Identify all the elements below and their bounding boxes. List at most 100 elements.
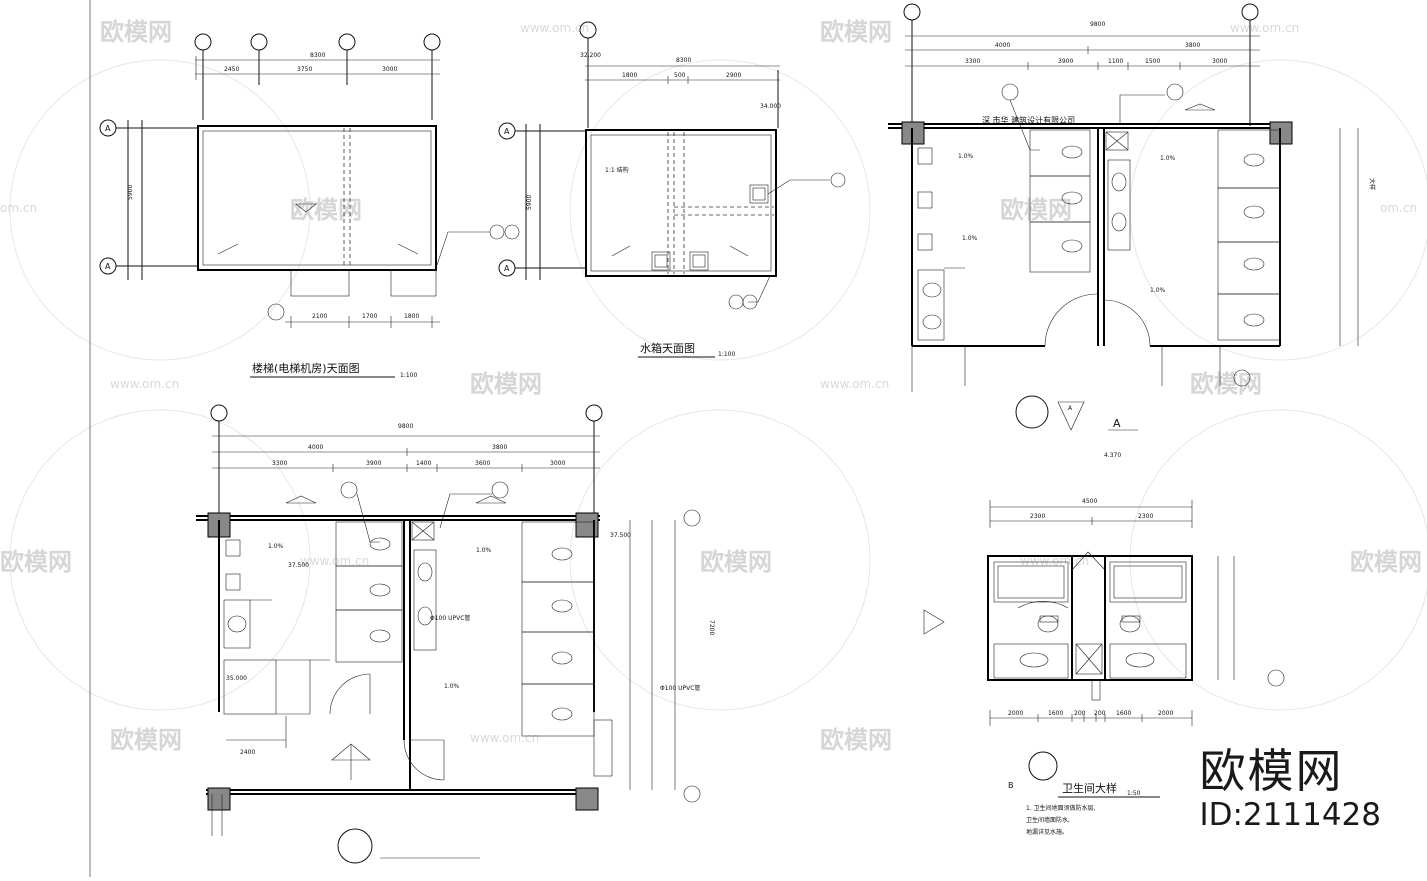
- watermark-brand: 欧模网: [1350, 548, 1422, 576]
- section-mark: A: [1068, 405, 1073, 412]
- elevation-label: 37.500: [288, 562, 309, 569]
- dim-segment: 1800: [622, 72, 637, 79]
- dim-bottom: 1800: [404, 313, 419, 320]
- dim-segment: 3800: [492, 444, 507, 451]
- dim-segment: 500: [674, 72, 686, 79]
- watermark-url: www.om.cn: [520, 21, 589, 35]
- watermark-url: www.om.cn: [470, 731, 539, 745]
- slope-label: 1.0%: [476, 547, 492, 554]
- dim-overall: 8300: [310, 52, 325, 59]
- dim-segment: 2300: [1030, 513, 1045, 520]
- watermark-url: www.om.cn: [820, 377, 889, 391]
- dim-sub: 3600: [475, 460, 490, 467]
- drawing-title: 卫生间大样: [1062, 781, 1117, 795]
- company-text: 深 市华 建筑设计有限公司: [982, 115, 1075, 125]
- dim-bottom: 2000: [1158, 710, 1173, 717]
- elevation-right: 34.000: [760, 103, 781, 110]
- dim-bottom: 1600: [1048, 710, 1063, 717]
- note-line: 地漏详见水施。: [1026, 828, 1068, 836]
- brand-id: ID:2111428: [1199, 797, 1381, 833]
- dim-overall: 9800: [398, 423, 413, 430]
- dim-sub: 3000: [1212, 58, 1227, 65]
- watermark-url: www.om.cn: [110, 377, 179, 391]
- brand-badge: 欧模网 ID:2111428: [1199, 745, 1381, 833]
- slope-label: 1.0%: [1160, 155, 1176, 162]
- axis-label-a: A: [504, 127, 510, 136]
- dim-bottom: 2100: [312, 313, 327, 320]
- slope-label: 1.0%: [958, 153, 974, 160]
- watermark-brand: 欧模网: [110, 726, 182, 754]
- toilet-plan-upper: 9800 4000 3800 3300 3900 1100 1500 3000 …: [888, 3, 1376, 431]
- dim-bottom: 2000: [1008, 710, 1023, 717]
- drawing-title: 水箱天面图: [640, 341, 695, 355]
- note-line: 卫生间墙面防水,: [1026, 816, 1070, 824]
- watermark-brand: 欧模网: [700, 548, 772, 576]
- elevation-label: 35.000: [226, 675, 247, 682]
- side-label: 大样: [1368, 178, 1376, 190]
- drawing-title: 楼梯(电梯机房)天面图: [252, 361, 360, 375]
- axis-label-a: A: [504, 264, 510, 273]
- dim-segment: 3000: [382, 66, 397, 73]
- dim-bottom: 200: [1074, 710, 1086, 717]
- watermark-url: www.om.cn: [1230, 21, 1299, 35]
- watermark-brand: 欧模网: [100, 18, 172, 46]
- dim-sub: 3000: [550, 460, 565, 467]
- bathroom-detail: 4500 2300 2300: [923, 452, 1285, 836]
- watermark-brand: 欧模网: [0, 548, 72, 576]
- axis-label-a: A: [105, 262, 111, 271]
- dim-bottom: 200: [1094, 710, 1106, 717]
- drawing-scale: 1:100: [718, 351, 735, 358]
- dim-vertical: 5900: [127, 185, 134, 200]
- dim-sub: 3900: [1058, 58, 1073, 65]
- slope-label: 1.0%: [268, 543, 284, 550]
- section-mark: B: [1008, 781, 1014, 790]
- dim-segment: 2900: [726, 72, 741, 79]
- section-mark: A: [1113, 417, 1121, 430]
- toilet-plan-lower: 9800 4000 3800 3300 3900 1400 3600 3000: [196, 404, 715, 864]
- watermark-brand: 欧模网: [820, 726, 892, 754]
- note-line: 1. 卫生间地面须做防水层,: [1026, 804, 1096, 812]
- watermark-pattern: [9, 59, 1427, 711]
- dim-overall: 8300: [676, 57, 691, 64]
- dim-sub: 3900: [366, 460, 381, 467]
- axis-label-a: A: [105, 124, 111, 133]
- dim-segment: 4000: [308, 444, 323, 451]
- dim-segment: 3800: [1185, 42, 1200, 49]
- watermark-brand: 欧模网: [1000, 196, 1072, 224]
- dim-vertical: 5900: [526, 195, 533, 210]
- dim-overall: 9800: [1090, 21, 1105, 28]
- slope-label: 1.0%: [1150, 287, 1166, 294]
- note: 1:1 结构: [605, 166, 629, 174]
- room-dim: 2400: [240, 749, 255, 756]
- elevation-label: 37.500: [610, 532, 631, 539]
- dim-segment: 4000: [995, 42, 1010, 49]
- watermark-brand: 欧模网: [1190, 370, 1262, 398]
- dim-segment: 2450: [224, 66, 239, 73]
- brand-name: 欧模网: [1199, 744, 1344, 798]
- slope-label: 1.0%: [444, 683, 460, 690]
- dim-overall: 4500: [1082, 498, 1097, 505]
- roof-plan-1: 8300 2450 3750 3000 A A 5900: [99, 33, 520, 379]
- side-dim: 7200: [708, 620, 715, 635]
- dim-sub: 1400: [416, 460, 431, 467]
- dim-segment: 3750: [297, 66, 312, 73]
- pipe-note: Φ100 UPVC管: [660, 684, 700, 692]
- watermark-brand: 欧模网: [290, 196, 362, 224]
- dim-sub: 1100: [1108, 58, 1123, 65]
- watermark-url: om.cn: [1380, 201, 1417, 215]
- dim-bottom: 1700: [362, 313, 377, 320]
- dim-sub: 3300: [272, 460, 287, 467]
- dim-sub: 3300: [965, 58, 980, 65]
- slope-label: 1.0%: [962, 235, 978, 242]
- dim-segment: 2300: [1138, 513, 1153, 520]
- roof-plan-2: 32.200 8300 1800 500 2900 34.000 A A 590…: [498, 21, 846, 358]
- elevation-top: 32.200: [580, 52, 601, 59]
- drawing-scale: 1:50: [1127, 790, 1141, 797]
- dim-sub: 1500: [1145, 58, 1160, 65]
- watermark-url: www.om.cn: [300, 554, 369, 568]
- drawing-scale: 1:100: [400, 372, 417, 379]
- dim-bottom: 1600: [1116, 710, 1131, 717]
- elevation-label: 4.370: [1104, 452, 1121, 459]
